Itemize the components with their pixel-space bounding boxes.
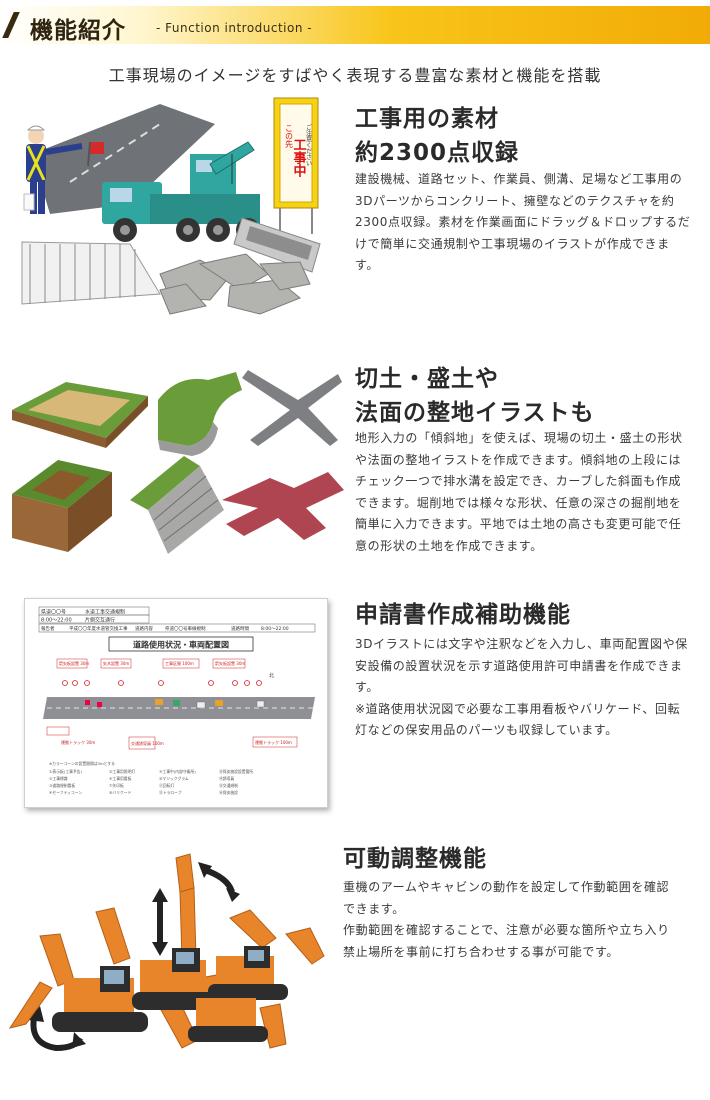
body-line: 3Dパーツからコンクリート、擁壁などのテクスチャを約 <box>355 193 675 208</box>
header-slash-mark <box>2 12 20 38</box>
body-line: 灯などの保安用品のパーツも収録しています。 <box>355 723 618 737</box>
doc-row1-a: 県道〇〇号 <box>41 609 66 616</box>
sign-text-top: この先 <box>285 124 294 149</box>
body-line: す。 <box>355 258 380 272</box>
svg-text:⑤工事用照明灯: ⑤工事用照明灯 <box>109 769 135 774</box>
doc-legend-title: ※カラーコーンの設置間隔は3mとする <box>49 761 115 766</box>
doc-banner: 道路使用状況・車両配置図 <box>133 640 229 650</box>
section-title-line1: 申請書作成補助機能 <box>355 602 571 628</box>
doc-row3-5: 8:00〜22:00 <box>261 626 289 632</box>
body-line: 簡単に入力できます。平地では土地の高さも変更可能で任 <box>355 517 682 531</box>
body-line: できます。 <box>343 901 405 916</box>
svg-text:⑩マジックグラム: ⑩マジックグラム <box>159 776 189 781</box>
svg-text:④セーフティコーン: ④セーフティコーン <box>49 790 82 795</box>
excavator-illustration <box>8 853 325 1052</box>
svg-text:①表示板(工事予告): ①表示板(工事予告) <box>49 769 82 774</box>
sign-text-bottom: ご注意ください <box>305 123 312 166</box>
section-body: 重機のアームやキャビンの動作を設定して作動範囲を確認 できます。 作動範囲を確認… <box>343 877 670 963</box>
section-body: 地形入力の「傾斜地」を使えば、現場の切土・盛土の形状 や法面の整地イラストを作成… <box>355 428 683 557</box>
header-subtitle: - Function introduction - <box>156 21 313 35</box>
doc-row3-2: 道路内容 <box>135 625 153 632</box>
intro-text: 工事現場のイメージをすばやく表現する豊富な素材と機能を搭載 <box>108 66 602 85</box>
header-title: 機能紹介 <box>30 18 126 44</box>
svg-text:⑦矢印板: ⑦矢印板 <box>109 783 124 788</box>
section-title-line2: 約2300点収録 <box>355 140 520 166</box>
doc-label-top: 箭矢板設置 30m <box>215 660 245 666</box>
crane-truck-figure <box>102 141 260 242</box>
svg-text:⑪回転灯: ⑪回転灯 <box>159 783 174 788</box>
doc-label-top: 箭矢板設置 30m <box>59 660 89 666</box>
doc-label-bottom: 交通誘導員 100m <box>131 740 164 746</box>
body-line: チェック一つで排水溝を設定でき、カーブした斜面も作成 <box>355 474 682 488</box>
body-line: 3Dイラストには文字や注釈などを入力し、車両配置図や保 <box>355 637 688 651</box>
section-title-line1: 切土・盛土や <box>355 366 499 392</box>
svg-text:②工事標識: ②工事標識 <box>49 776 68 781</box>
section-body: 3Dイラストには文字や注釈などを入力し、車両配置図や保 安設備の設置状況を示す道… <box>355 634 688 742</box>
body-line: 作動範囲を確認することで、注意が必要な箇所や立ち入り <box>343 923 670 937</box>
doc-row3-1: 平成〇〇年度水道管交換工事 <box>69 625 128 632</box>
body-line: 地形入力の「傾斜地」を使えば、現場の切土・盛土の形状 <box>355 431 683 445</box>
body-line: できます。堀削地では様々な形状、任意の深さの掘削地を <box>355 495 682 510</box>
body-line: 2300点収録。素材を作業画面にドラッグ＆ドロップするだ <box>355 215 691 229</box>
road-use-document-drawing: 県道〇〇号 水道工事交通規制 8:00〜22:00 片側交互通行 報告者 平成〇… <box>38 606 316 795</box>
body-line: 安設備の設置状況を示す道路使用許可申請書を作成できま <box>355 658 683 673</box>
svg-text:⑮交通規制: ⑮交通規制 <box>219 783 238 788</box>
doc-row2-a: 8:00〜22:00 <box>41 618 72 624</box>
body-line: 禁止場所を事前に打ち合わせする事が可能です。 <box>343 944 620 959</box>
body-line: 意の形状の土地を作成できます。 <box>355 538 543 553</box>
terrain-illustration <box>12 370 344 554</box>
body-line: す。 <box>355 680 380 694</box>
sign-text-main: 工事中 <box>291 138 307 178</box>
doc-label-bottom: 運搬トラック 100m <box>255 739 292 745</box>
doc-north: 北 <box>269 672 274 679</box>
section-title: 切土・盛土や 法面の整地イラストも <box>355 362 595 430</box>
doc-row3-4: 道路時間 <box>231 625 249 632</box>
doc-row1-b: 水道工事交通規制 <box>85 609 125 616</box>
section-title-line1: 可動調整機能 <box>343 846 487 872</box>
body-line: ※道路使用状況図で必要な工事用看板やバリケード、回転 <box>355 701 681 716</box>
construction-scene-illustration: この先 工事中 ご注意ください <box>21 97 321 315</box>
body-line: 建設機械、道路セット、作業員、側溝、足場など工事用の <box>355 172 683 186</box>
svg-text:⑧バリケード: ⑧バリケード <box>109 790 132 795</box>
doc-label-bottom: 運搬トラック 30m <box>61 739 95 745</box>
svg-text:③道路規制看板: ③道路規制看板 <box>49 783 75 788</box>
doc-label-top: 工事区間 100m <box>165 660 194 666</box>
svg-text:⑭誘導員: ⑭誘導員 <box>219 776 234 781</box>
svg-text:⑫トラロープ: ⑫トラロープ <box>159 790 182 795</box>
body-line: 重機のアームやキャビンの動作を設定して作動範囲を確認 <box>343 880 670 894</box>
doc-label-top: 矢木設置 30m <box>103 660 129 666</box>
worker-figure <box>23 125 104 214</box>
section-title-line1: 工事用の素材 <box>355 106 499 132</box>
section-title: 可動調整機能 <box>343 842 487 876</box>
section-body: 建設機械、道路セット、作業員、側溝、足場など工事用の 3Dパーツからコンクリート… <box>355 169 690 277</box>
section-header: 機能紹介 - Function introduction - <box>0 6 710 44</box>
road-use-document: 県道〇〇号 水道工事交通規制 8:00〜22:00 片側交互通行 報告者 平成〇… <box>24 598 328 808</box>
section-title-line2: 法面の整地イラストも <box>355 400 595 426</box>
svg-text:⑥工事用看板: ⑥工事用看板 <box>109 776 132 781</box>
doc-row3-3: 県道〇〇号車線規制 <box>165 625 206 632</box>
construction-sign-figure: この先 工事中 ご注意ください <box>273 97 319 234</box>
section-title: 申請書作成補助機能 <box>355 598 571 632</box>
svg-text:⑬保安施設設置箇所: ⑬保安施設設置箇所 <box>219 769 253 774</box>
doc-row2-b: 片側交互通行 <box>85 617 115 624</box>
section-title: 工事用の素材 約2300点収録 <box>355 102 519 170</box>
svg-text:⑨工事中(内部守衛所): ⑨工事中(内部守衛所) <box>159 769 196 774</box>
svg-text:⑯保安施設: ⑯保安施設 <box>219 790 238 795</box>
body-line: けで簡単に交通規制や工事現場のイラストが作成できま <box>355 236 670 251</box>
body-line: や法面の整地イラストを作成できます。傾斜地の上段には <box>355 452 682 467</box>
doc-row3-0: 報告者 <box>41 625 55 632</box>
